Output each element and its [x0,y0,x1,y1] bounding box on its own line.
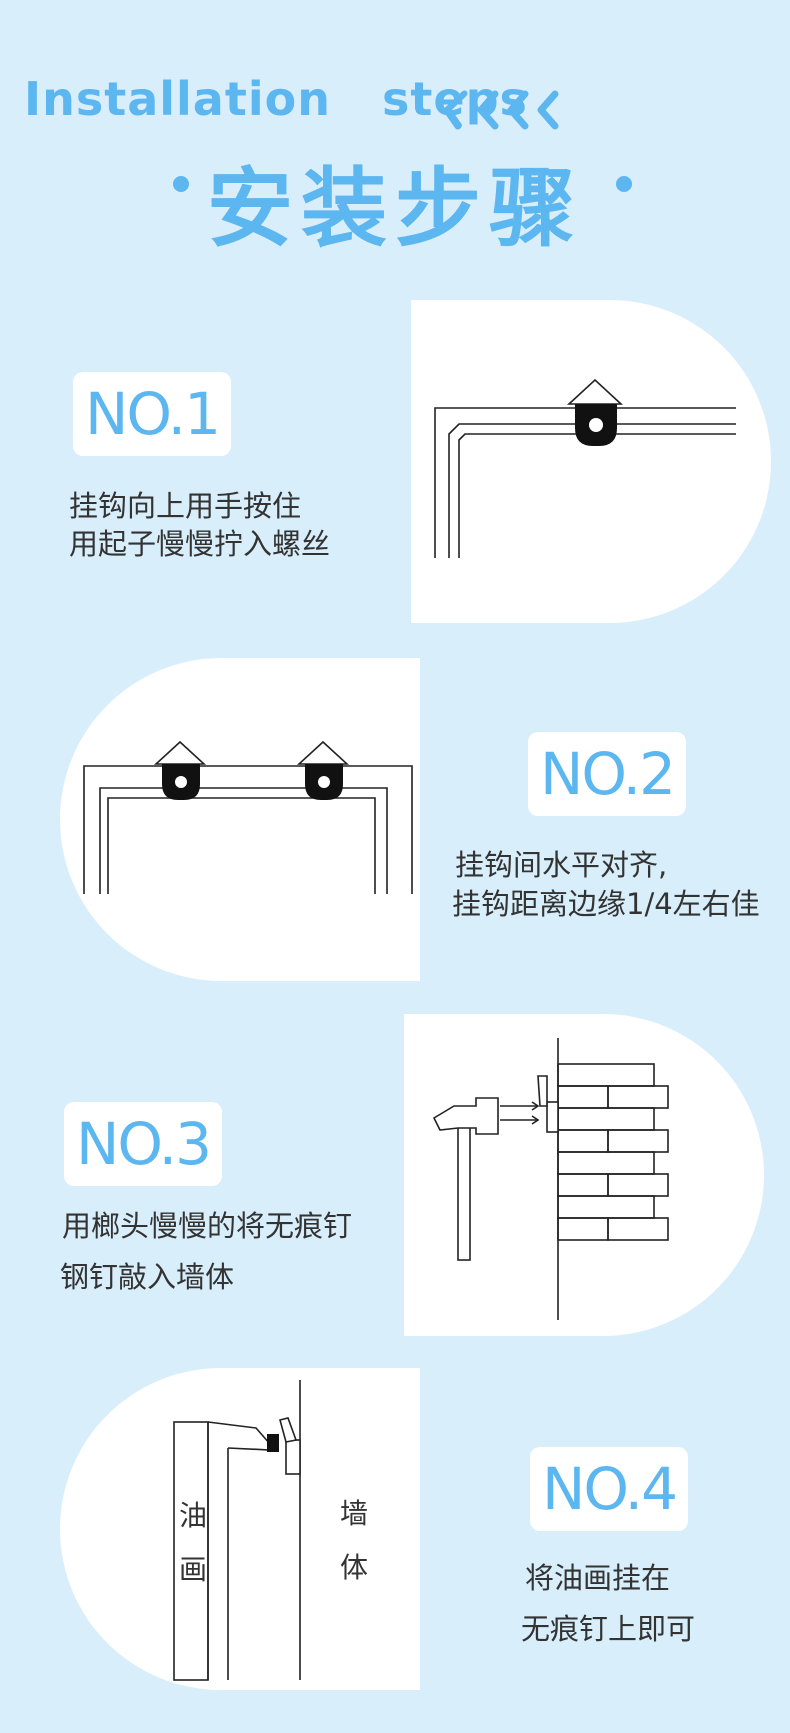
header-dot-right [616,176,632,192]
painting-label-char2: 画 [179,1553,208,1586]
step1-desc-line1: 挂钩向上用手按住 [69,489,302,523]
step4-desc-line2: 无痕钉上即可 [521,1612,696,1646]
chevrons-left-icon [445,90,559,130]
step3-number-badge: NO.3 [64,1102,222,1186]
step3-desc-line2: 钢钉敲入墙体 [60,1260,235,1294]
step1-desc-line2: 用起子慢慢拧入螺丝 [69,527,331,561]
step2-desc-line1: 挂钩间水平对齐, [455,848,668,882]
step4-desc-line1: 将油画挂在 [525,1561,671,1595]
step2-number-badge: NO.2 [528,732,686,816]
step2-illustration-card [60,658,420,981]
painting-label-char1: 油 [179,1499,208,1532]
step1-hook-frame-illustration [434,378,736,558]
step4-illustration-card: 油 画 墙 体 [60,1368,420,1690]
step3-hammer-wall-illustration [432,1038,669,1320]
step1-number-badge: NO.1 [73,372,231,456]
header-title-cn: 安装步骤 [207,159,583,259]
step1-illustration-card [411,300,771,623]
step4-number-badge: NO.4 [530,1447,688,1531]
step3-illustration-card [404,1014,764,1336]
step2-desc-line2: 挂钩距离边缘1/4左右佳 [452,887,760,921]
header-dot-left [173,176,189,192]
step2-hooks-frame-illustration [83,740,413,894]
wall-label-char2: 体 [340,1551,369,1584]
wall-label-char1: 墙 [340,1497,369,1530]
step3-desc-line1: 用榔头慢慢的将无痕钉 [62,1209,353,1243]
step4-painting-wall-illustration [173,1380,301,1681]
